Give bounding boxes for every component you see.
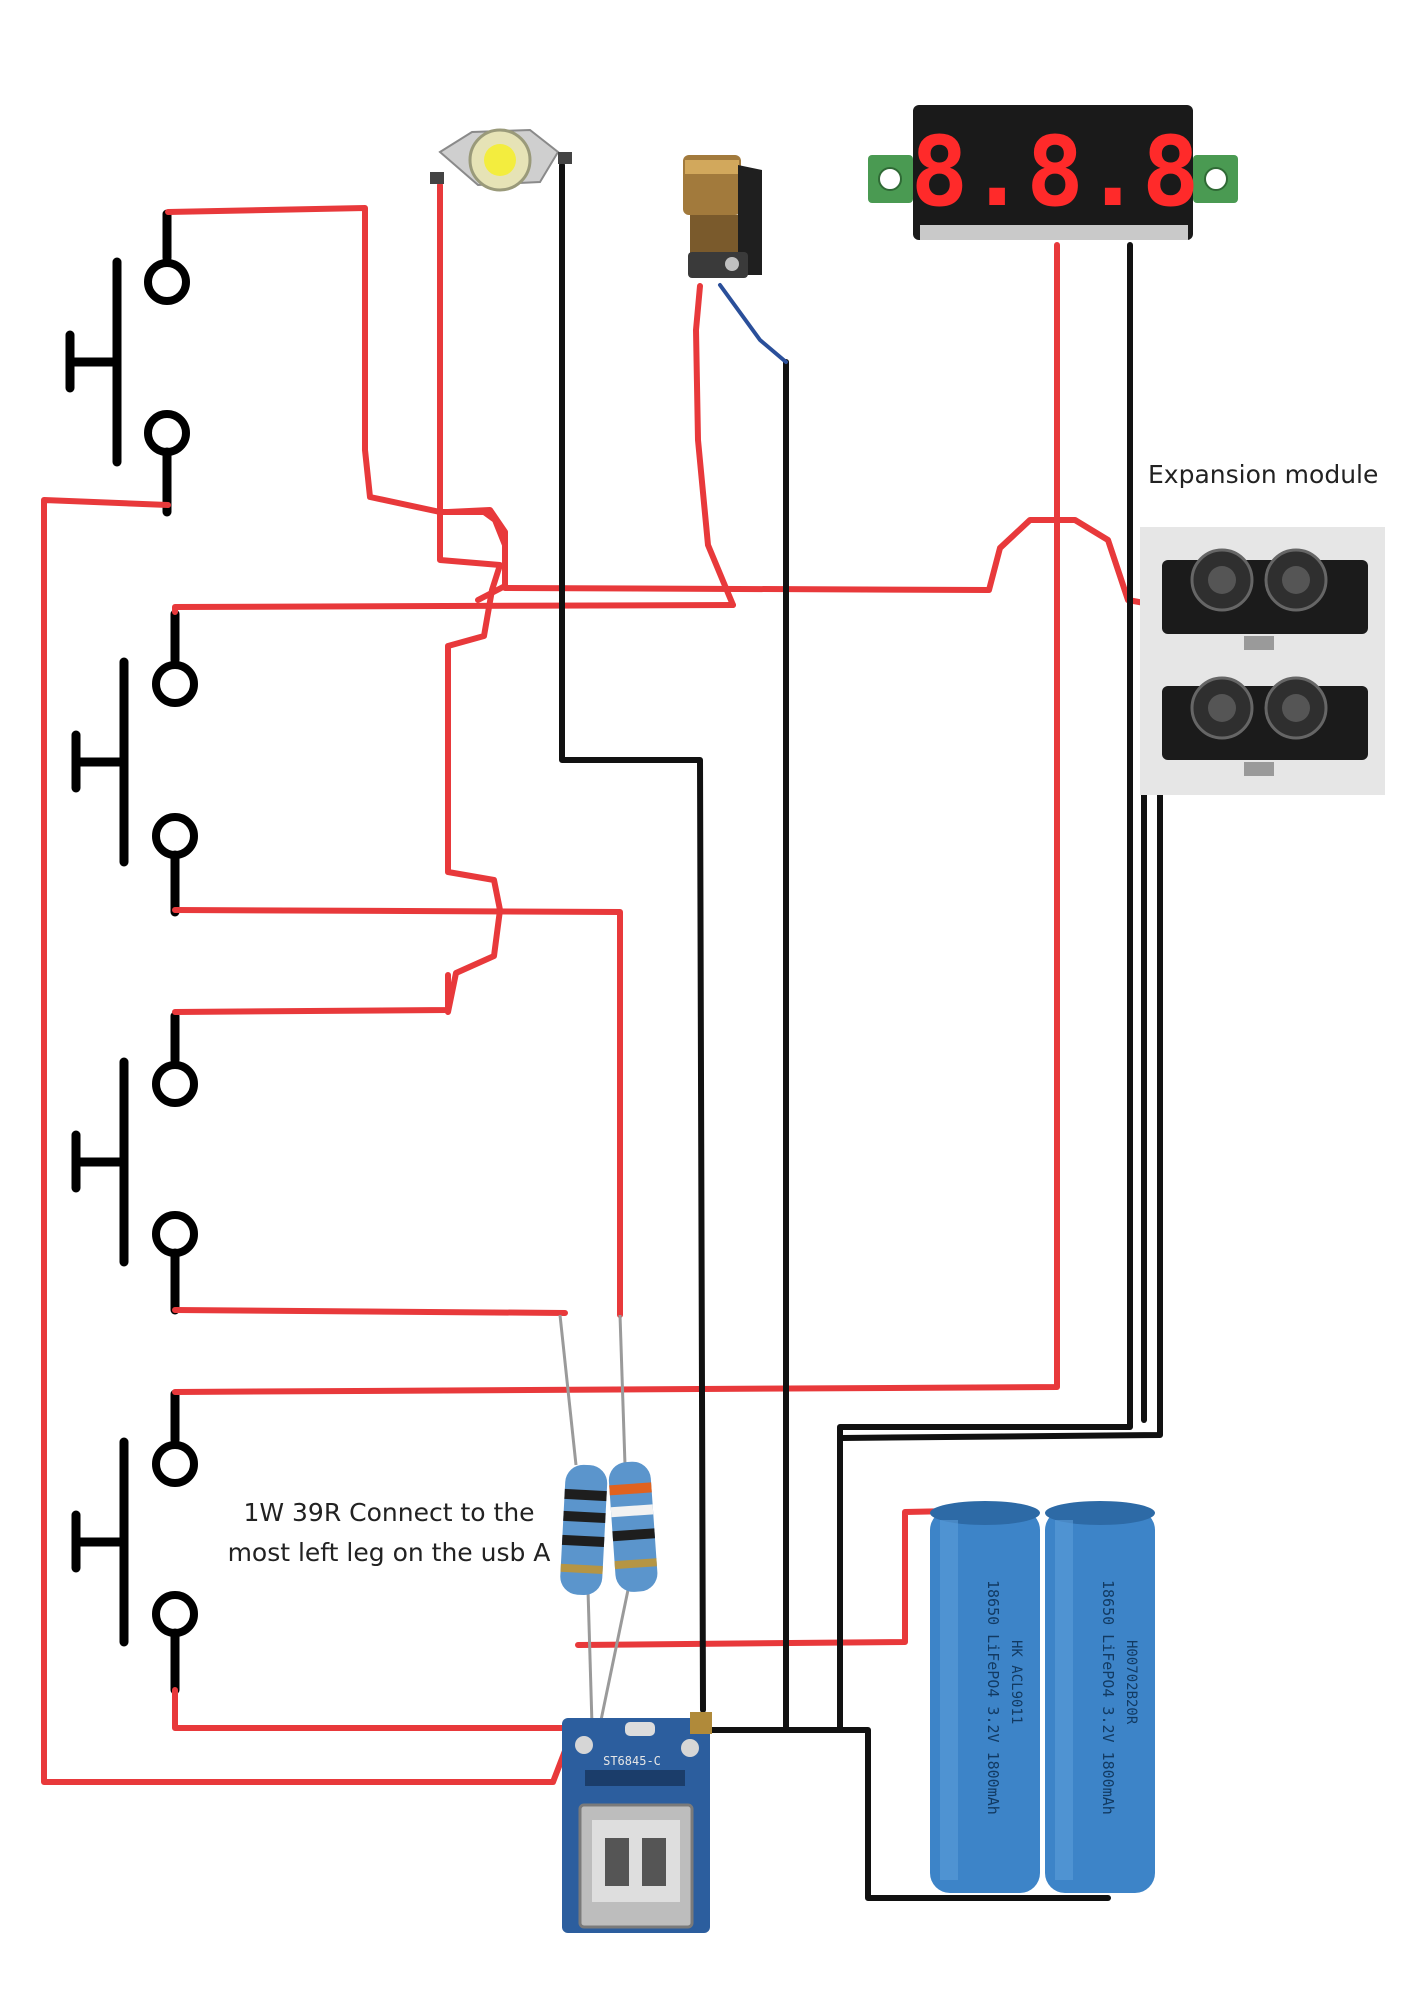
led-positive-leg-wire	[437, 182, 503, 1015]
switch2-bottom-wire	[172, 907, 623, 1318]
main-positive-bus-wire	[445, 507, 1158, 608]
voltmeter-digits: 8.8.8	[911, 116, 1200, 228]
expansion-module-label: Expansion module	[1148, 460, 1379, 489]
switch4-bottom-wire	[172, 1687, 593, 1731]
voltmeter-negative-wire	[837, 242, 1133, 1733]
switch3-bottom-wire	[172, 1307, 568, 1316]
battery-18650-pair: 18650 LiFePO4 3.2V 1800mAh HK ACL9011 18…	[930, 1501, 1155, 1893]
expansion-module	[1140, 527, 1385, 795]
battery-cell-right-code: H00702B20R	[1123, 1640, 1139, 1725]
expansion-connector-top	[1162, 548, 1368, 650]
resistor-1w-39r	[558, 1314, 658, 1726]
push-button-switch-4	[71, 1389, 198, 1695]
usb-to-battery-negative-wire	[697, 1727, 1111, 1901]
usb-charger-board: ST6845-C	[562, 1712, 712, 1933]
battery-cell-left: 18650 LiFePO4 3.2V 1800mAh HK ACL9011	[930, 1501, 1040, 1893]
switch4-top-wire	[172, 242, 1060, 1395]
battery-cell-right-text: 18650 LiFePO4 3.2V 1800mAh	[1099, 1580, 1117, 1815]
laser-module	[683, 155, 762, 278]
negative-wires	[559, 162, 1163, 1901]
expansion-connector-bottom	[1162, 676, 1368, 776]
battery-cell-right: 18650 LiFePO4 3.2V 1800mAh H00702B20R	[1045, 1501, 1155, 1893]
switch3-top-wire	[172, 972, 451, 1015]
switch2-top-wire	[172, 602, 736, 615]
led-emitter	[430, 128, 572, 192]
resistor-note-line1: 1W 39R Connect to the	[243, 1498, 535, 1527]
positive-wires	[41, 182, 1158, 1785]
switch1-to-led-wire	[165, 205, 508, 603]
push-button-switch-2	[71, 609, 198, 917]
led-negative-wire	[559, 162, 706, 1713]
voltmeter-display: 8.8.8	[868, 105, 1238, 240]
resistor-note: 1W 39R Connect to the most left leg on t…	[222, 1493, 556, 1573]
expansion-negative-wire-2	[839, 757, 1163, 1441]
laser-blue-wire	[718, 283, 788, 364]
resistor-note-line2: most left leg on the usb A	[227, 1538, 551, 1567]
battery-cell-left-text: 18650 LiFePO4 3.2V 1800mAh	[984, 1580, 1002, 1815]
left-bus-wire	[41, 497, 578, 1785]
push-button-switch-3	[71, 1011, 198, 1315]
charger-board-marking: ST6845-C	[603, 1754, 661, 1768]
push-button-switch-1	[65, 209, 190, 517]
laser-positive-wire	[693, 283, 736, 608]
battery-cell-left-code: HK ACL9011	[1008, 1640, 1024, 1724]
